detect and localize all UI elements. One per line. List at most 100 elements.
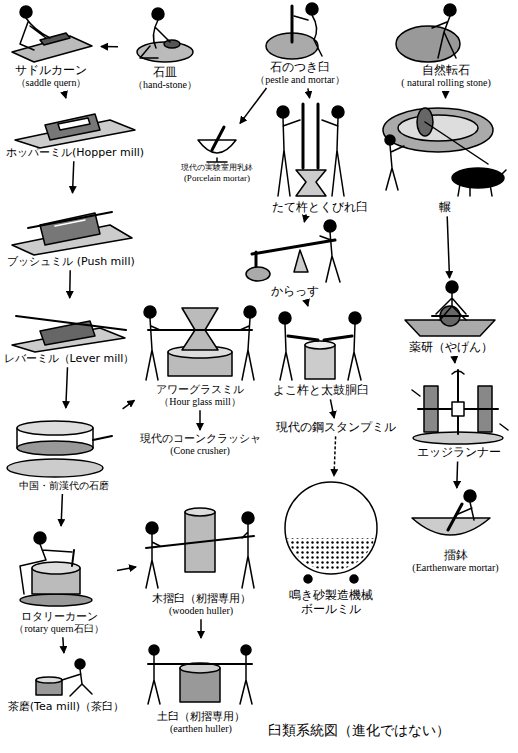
ball-mill-figure xyxy=(285,482,377,583)
lineage-arrow xyxy=(63,637,64,653)
stone-mill-figure-part xyxy=(93,436,112,440)
mill-item: 鳴き砂製造機械 ボールミル xyxy=(268,478,394,617)
lineage-arrow xyxy=(123,400,135,409)
pestle-mortar-figure-part xyxy=(294,15,322,56)
tea-mill-figure-part xyxy=(75,659,85,669)
lineage-arrow xyxy=(454,356,456,363)
lineage-arrow xyxy=(334,436,336,476)
rolling-stone-figure-part xyxy=(432,16,456,58)
porcelain-mortar-figure-part xyxy=(207,158,227,162)
rolling-stone-figure-part xyxy=(396,26,460,62)
lineage-arrow xyxy=(304,214,306,222)
vertical-pestle-figure-part xyxy=(332,106,344,118)
mill-item: 土臼（籾摺専用）(earthen huller) xyxy=(138,640,264,735)
mill-item: 中国・前漢代の石磨 xyxy=(3,410,125,492)
saddle-quern-figure-part xyxy=(20,18,50,50)
item-gloss: （pestle and mortar） xyxy=(243,74,357,86)
stone-mill-figure xyxy=(7,421,112,477)
item-label: 輾 xyxy=(376,200,514,214)
earthen-huller-figure xyxy=(148,645,252,704)
hourglass-mill-figure xyxy=(144,306,256,380)
vertical-pestle-figure-part xyxy=(277,106,289,118)
item-label: 現代の実験室用乳鉢 xyxy=(170,163,264,173)
mill-item: からっす xyxy=(243,222,347,298)
mill-item: ブッシュミル (Push mill) xyxy=(3,195,139,268)
lineage-arrow xyxy=(456,461,458,488)
lineage-arrow xyxy=(101,46,118,48)
tea-mill-figure-part xyxy=(62,669,92,696)
hand-stone-figure-part xyxy=(140,20,170,58)
earthen-huller-figure-part xyxy=(148,663,252,665)
rotary-quern-figure-part xyxy=(20,594,92,606)
stone-mill-figure-part xyxy=(7,459,103,477)
hopper-mill-figure-part xyxy=(45,114,100,140)
wooden-huller-figure-part xyxy=(146,534,160,588)
yagen-figure-part xyxy=(446,281,458,293)
ball-mill-figure-part xyxy=(285,482,377,574)
mill-item: 現代のコーンクラッシャ(Cone crusher) xyxy=(131,432,269,457)
lineage-arrow xyxy=(61,494,62,526)
lineage-arrow xyxy=(64,91,66,98)
lineage-arrow xyxy=(69,270,71,298)
drum-mortar-figure-part xyxy=(305,341,335,349)
item-gloss: (Cone crusher) xyxy=(131,445,269,457)
item-gloss: (Porcelain mortar) xyxy=(170,173,264,184)
wooden-huller-figure-part xyxy=(242,512,254,524)
mill-item: 薬研（やげん） xyxy=(390,280,512,354)
item-gloss: （rotary quern石臼） xyxy=(3,623,115,635)
rotary-quern-figure-part xyxy=(20,544,72,594)
lineage-arrow xyxy=(447,216,449,278)
lineage-arrow xyxy=(306,300,308,306)
drum-mortar-figure-part xyxy=(279,312,291,324)
drum-mortar-figure-part xyxy=(348,324,361,380)
rotary-quern-figure-part xyxy=(34,532,46,544)
item-label: たて杵とくびれ臼 xyxy=(266,200,374,214)
item-label: 土臼（籾摺専用） xyxy=(138,710,264,723)
lineage-arrow xyxy=(308,88,310,98)
foot-pestle-figure-part xyxy=(246,267,270,281)
vertical-pestle-figure xyxy=(277,104,344,196)
wooden-huller-figure-part xyxy=(146,536,254,548)
yagen-figure-part xyxy=(436,293,466,320)
item-label: 石のつき臼 xyxy=(243,60,357,74)
mill-item: エッジランナー xyxy=(403,365,515,459)
foot-pestle-figure xyxy=(246,220,340,282)
roller-mill-figure-part xyxy=(425,122,488,164)
mill-item: 現代の実験室用乳鉢(Porcelain mortar) xyxy=(170,125,264,183)
foot-pestle-figure-part xyxy=(252,240,335,254)
roller-mill-figure-part xyxy=(386,145,404,190)
vertical-pestle-figure-part xyxy=(322,118,344,196)
item-gloss: （saddle quern） xyxy=(3,77,99,89)
hand-stone-figure-part xyxy=(164,40,180,48)
foot-pestle-figure-part xyxy=(255,252,258,266)
ball-mill-figure-part xyxy=(304,575,312,583)
mill-item: 石皿（hand-stone） xyxy=(120,3,210,91)
item-label: ロタリーカーン xyxy=(3,610,115,623)
drum-mortar-figure-part xyxy=(280,324,292,380)
wooden-huller-figure-part xyxy=(185,508,215,516)
item-label: ホッパーミル(Hopper mill) xyxy=(2,146,148,159)
mill-item: レバーミル（Lever mill） xyxy=(3,300,135,365)
earthen-huller-figure-part xyxy=(149,645,159,655)
rolling-stone-figure-part xyxy=(444,4,456,16)
edge-runner-figure xyxy=(412,370,508,444)
hopper-mill-figure-part xyxy=(58,118,90,130)
item-gloss: （Hour glass mill） xyxy=(136,396,264,408)
item-label: 自然転石 xyxy=(378,63,514,77)
drum-mortar-figure-part xyxy=(349,312,361,324)
hourglass-mill-figure-part xyxy=(144,306,156,318)
edge-runner-figure-part xyxy=(452,402,464,416)
yagen-figure xyxy=(405,281,495,336)
lineage-arrow xyxy=(117,567,136,571)
mill-item: 輾 xyxy=(376,100,514,214)
item-label: サドルカーン xyxy=(3,63,99,77)
item-label: 茶磨(Tea mill)（茶臼） xyxy=(3,700,129,713)
earthen-huller-figure-part xyxy=(148,655,160,704)
item-label: 石皿 xyxy=(120,65,210,79)
item-gloss: ( natural rolling stone) xyxy=(378,77,514,89)
earthen-huller-figure-part xyxy=(241,645,251,655)
item-label: 薬研（やげん） xyxy=(390,340,512,354)
drum-mortar-figure-part xyxy=(288,336,352,340)
hand-stone-figure-part xyxy=(152,8,164,20)
